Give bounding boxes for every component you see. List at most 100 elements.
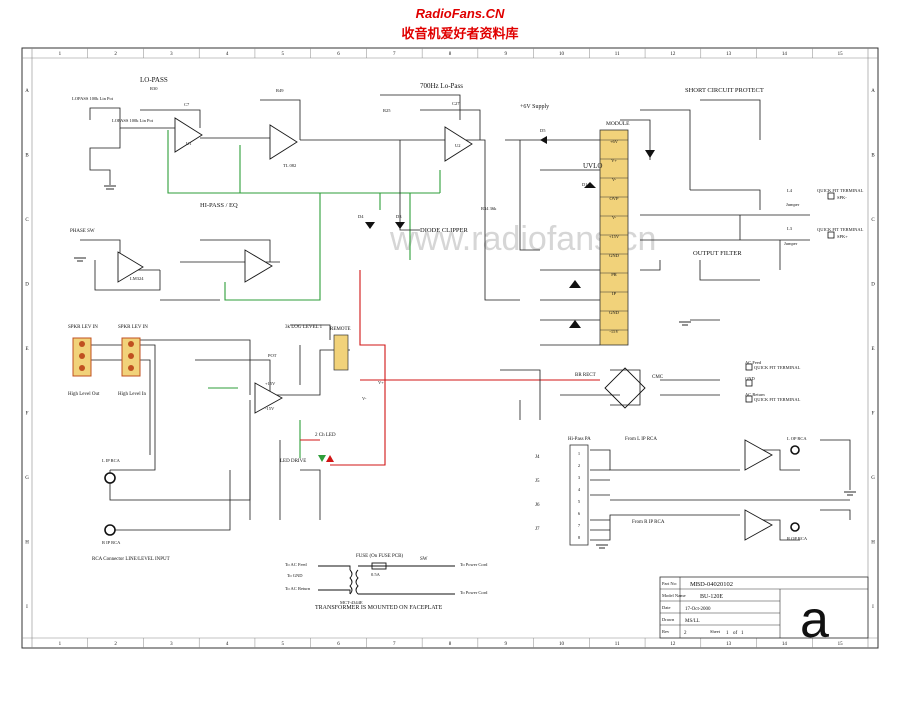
svg-text:+15V: +15V (265, 381, 276, 386)
fuse-label: FUSE (On FUSE PCB) (356, 554, 403, 559)
module-label: MODULE (606, 121, 630, 127)
svg-text:SPK+: SPK+ (837, 234, 848, 239)
svg-text:0.5A: 0.5A (371, 572, 381, 577)
date: 17-Oct-2000 (685, 607, 711, 612)
ground-net (167, 130, 441, 458)
svg-text:V+: V+ (378, 380, 384, 385)
svg-text:QUICK FIT TERMINAL: QUICK FIT TERMINAL (817, 188, 864, 193)
grid-column-label: 9 (504, 52, 507, 57)
grid-row-label: G (25, 476, 29, 481)
module-pin: GND (609, 310, 619, 315)
svg-text:L4: L4 (787, 188, 793, 193)
svg-text:-15V: -15V (265, 406, 275, 411)
grid-column-label: 3 (170, 642, 173, 647)
led-indicator (318, 455, 326, 462)
op-amp-u1b (269, 124, 298, 160)
module-pin: V- (612, 215, 617, 220)
section-labels: LO-PASS 700Hz Lo-Pass HI-PASS / EQ DIODE… (68, 76, 764, 611)
svg-text:LOPASS 100k Lin Pot: LOPASS 100k Lin Pot (112, 118, 154, 123)
svg-text:C7: C7 (184, 102, 190, 107)
grid-column-label: 1 (59, 642, 62, 647)
module-pin: V- (612, 177, 617, 182)
wiring (75, 94, 851, 541)
grid-column-labels: 1122334455667788991010111112121313141415… (59, 48, 844, 648)
connector-name: J5 (535, 479, 540, 484)
grid-column-label: 5 (282, 642, 285, 647)
module-pin: V+ (611, 158, 617, 163)
grid-row-label: H (871, 540, 875, 545)
grid-column-label: 4 (226, 642, 229, 647)
phase-sw-label: PHASE SW (70, 229, 95, 234)
grid-column-label: 13 (726, 642, 732, 647)
grid-column-label: 3 (170, 52, 173, 57)
svg-text:Jumper: Jumper (786, 202, 800, 207)
grid-row-label: D (25, 283, 29, 288)
svg-text:LOPASS 100k Lin Pot: LOPASS 100k Lin Pot (72, 96, 114, 101)
grid-column-label: 10 (559, 642, 565, 647)
grid-column-label: 12 (670, 52, 676, 57)
connector-pin: 8 (578, 535, 581, 540)
high-level-in-label: High Level In (118, 392, 147, 397)
grid-column-label: 15 (838, 52, 844, 57)
connector-pin: 2 (578, 463, 580, 468)
grid-row-label: D (871, 283, 875, 288)
module-pin: -15V (609, 329, 619, 334)
power-net (300, 270, 600, 466)
svg-text:To AC Feed: To AC Feed (285, 562, 307, 567)
op-amps (117, 117, 773, 541)
connector-pin: 1 (578, 451, 580, 456)
svg-text:D1: D1 (582, 182, 588, 187)
svg-text:To AC Return: To AC Return (285, 586, 311, 591)
date-label: Date (662, 605, 671, 610)
uvlo-label: UVLO (583, 162, 602, 170)
connector-pin: 7 (578, 523, 581, 528)
hi-pass-pa-label: Hi-Pass PA (568, 437, 591, 442)
part-no: MBD-04020102 (690, 581, 733, 588)
grid-row-label: E (871, 347, 874, 352)
grid-column-label: 9 (504, 642, 507, 647)
op-amp-lm324a (117, 251, 144, 283)
drawn-label: Drawn (662, 617, 675, 622)
sheet-number: 1 (726, 631, 729, 636)
grid-column-label: 7 (393, 642, 396, 647)
output-filter-label: OUTPUT FILTER (693, 250, 742, 257)
svg-text:QUICK FIT TERMINAL: QUICK FIT TERMINAL (754, 365, 801, 370)
connector-pin: 4 (578, 487, 581, 492)
site-title: RadioFans.CN (415, 6, 505, 21)
ground-symbols (74, 185, 856, 549)
connector-name: J7 (535, 527, 540, 532)
short-circuit-label: SHORT CIRCUIT PROTECT (685, 87, 764, 94)
svg-text:R49: R49 (276, 88, 284, 93)
svg-text:R IP RCA: R IP RCA (102, 540, 121, 545)
component-labels: LOPASS 100k Lin Pot LOPASS 100k Lin Pot … (72, 86, 864, 605)
grid-row-label: C (25, 218, 29, 223)
svg-text:To GND: To GND (287, 573, 303, 578)
grid-column-label: 6 (337, 52, 340, 57)
transformer (318, 562, 455, 595)
grid-row-label: B (25, 154, 29, 159)
grid-column-label: 15 (838, 642, 844, 647)
grid-row-label: I (872, 605, 874, 610)
svg-text:R30: R30 (150, 86, 158, 91)
rev-label: Rev (662, 629, 670, 634)
svg-text:QUICK FIT TERMINAL: QUICK FIT TERMINAL (817, 227, 864, 232)
site-tagline: 收音机爱好者资料库 (401, 27, 519, 42)
grid-column-label: 5 (282, 52, 285, 57)
grid-row-label: F (26, 411, 29, 416)
grid-column-label: 2 (114, 52, 117, 57)
grid-column-label: 4 (226, 52, 229, 57)
grid-column-label: 10 (559, 52, 565, 57)
lo-pass-700-label: 700Hz Lo-Pass (420, 82, 463, 90)
connector-pin: 5 (578, 499, 581, 504)
svg-text:AC Feed: AC Feed (745, 360, 762, 365)
sheet-total: 1 (741, 631, 744, 636)
remote-connector (333, 334, 349, 371)
grid-column-label: 6 (337, 642, 340, 647)
op-amp-u1a (174, 117, 203, 153)
grid-column-label: 7 (393, 52, 396, 57)
transformer-note: TRANSFORMER IS MOUNTED ON FACEPLATE (315, 605, 443, 611)
